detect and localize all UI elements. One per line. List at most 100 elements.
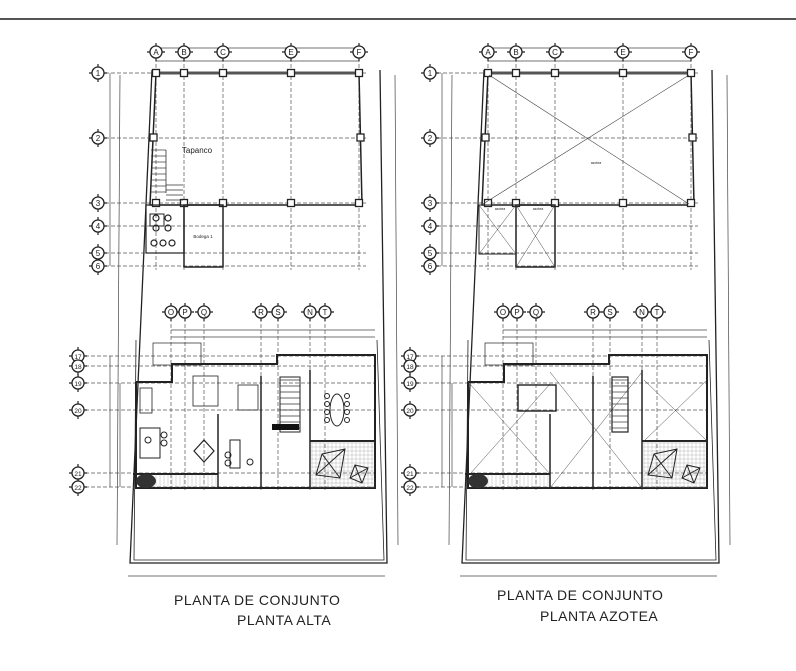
grid-column-label: C (552, 48, 558, 57)
chair-icon (324, 417, 330, 423)
stair (279, 376, 301, 433)
grid-column-label: A (485, 48, 491, 57)
grid-row-label: 18 (74, 364, 82, 371)
structural-column (151, 68, 161, 78)
grid-row-label: 22 (406, 485, 414, 492)
structural-column (286, 68, 296, 78)
chair-icon (168, 239, 176, 247)
grid-row-label: 18 (406, 364, 414, 371)
grid-row-label: 2 (96, 134, 101, 143)
grid-bubble-icon (403, 466, 417, 480)
planter-icon (136, 474, 156, 488)
grid-bubble-icon (91, 131, 105, 145)
chair-icon (160, 439, 168, 447)
chair-icon (344, 401, 350, 407)
chair-icon (246, 458, 254, 466)
chair-icon (224, 459, 232, 467)
grid-column-label: E (620, 48, 625, 57)
grid-column-label: P (514, 308, 519, 317)
grid-bubble-icon (509, 45, 523, 59)
grid-bubble-icon (284, 45, 298, 59)
grid-column-label: S (607, 308, 612, 317)
grid-bubble-icon (303, 305, 317, 319)
grid-row-label: 5 (96, 249, 101, 258)
grid-column-label: N (307, 308, 313, 317)
grid-column-label: T (655, 308, 660, 317)
chair-icon (152, 214, 160, 222)
structural-column (354, 198, 364, 208)
dimension-line (726, 74, 731, 546)
dimension-line (448, 74, 453, 546)
plan-title-right-line1: PLANTA DE CONJUNTO (497, 587, 664, 603)
grid-column-label: P (182, 308, 187, 317)
site-boundary (461, 69, 720, 564)
dimension-line (394, 74, 399, 546)
chair-icon (159, 239, 167, 247)
structural-column (686, 68, 696, 78)
structural-column (286, 198, 296, 208)
grid-column-label: O (500, 308, 506, 317)
roof-slab-diagonal (549, 371, 643, 489)
grid-row-label: 17 (406, 354, 414, 361)
structural-column (481, 133, 490, 142)
grid-column-label: N (639, 308, 645, 317)
canopy (152, 342, 202, 366)
chair-icon (150, 239, 158, 247)
dimension-line (116, 74, 121, 546)
roof-slab-diagonal (488, 74, 690, 205)
grid-bubble-icon (71, 376, 85, 390)
grid-bubble-icon (216, 45, 230, 59)
grid-bubble-icon (352, 45, 366, 59)
structural-column (618, 198, 628, 208)
chair-icon (344, 409, 350, 415)
grid-bubble-icon (197, 305, 211, 319)
grid-row-label: 5 (428, 249, 433, 258)
grid-row-label: 4 (96, 222, 101, 231)
grid-bubble-icon (91, 246, 105, 260)
grid-column-label: R (590, 308, 596, 317)
grid-row-label: 21 (406, 471, 414, 478)
plan-title-left-line1: PLANTA DE CONJUNTO (174, 592, 341, 608)
structural-column (483, 68, 493, 78)
grid-row-label: 20 (406, 408, 414, 415)
umbrella-icon (354, 464, 363, 484)
structural-column (688, 133, 697, 142)
grid-bubble-icon (91, 219, 105, 233)
grid-bubble-icon (91, 259, 105, 273)
grid-bubble-icon (529, 305, 543, 319)
building-lower-outline (135, 354, 376, 489)
chair-icon (324, 401, 330, 407)
grid-bubble-icon (91, 66, 105, 80)
grid-bubble-icon (271, 305, 285, 319)
grid-bubble-icon (178, 305, 192, 319)
terrace-tile-hatch (471, 441, 707, 488)
chair-icon (164, 214, 172, 222)
chair-icon (164, 224, 172, 232)
skylight (517, 384, 557, 412)
grid-bubble-icon (635, 305, 649, 319)
room-label-tapanco: Tapanco (182, 146, 213, 155)
grid-bubble-icon (423, 66, 437, 80)
grid-bubble-icon (423, 131, 437, 145)
room-label-azotea: azotea (533, 207, 544, 211)
grid-column-label: E (288, 48, 293, 57)
grid-row-label: 1 (96, 69, 101, 78)
terrace-tile-hatch (139, 441, 375, 488)
umbrella-icon (321, 453, 341, 479)
grid-bubble-icon (548, 45, 562, 59)
grid-row-label: 6 (96, 262, 101, 271)
grid-row-label: 17 (74, 354, 82, 361)
grid-bubble-icon (423, 219, 437, 233)
plan-title-left-line2: PLANTA ALTA (237, 612, 332, 628)
umbrella-icon (653, 453, 673, 479)
grid-bubble-icon (586, 305, 600, 319)
structural-column (151, 198, 161, 208)
roof-slab-diagonal (478, 204, 517, 255)
chair-icon (324, 409, 330, 415)
chair-icon (224, 451, 232, 459)
stair (611, 376, 629, 433)
grid-column-label: S (275, 308, 280, 317)
plan-title-right-line2: PLANTA AZOTEA (540, 608, 659, 624)
